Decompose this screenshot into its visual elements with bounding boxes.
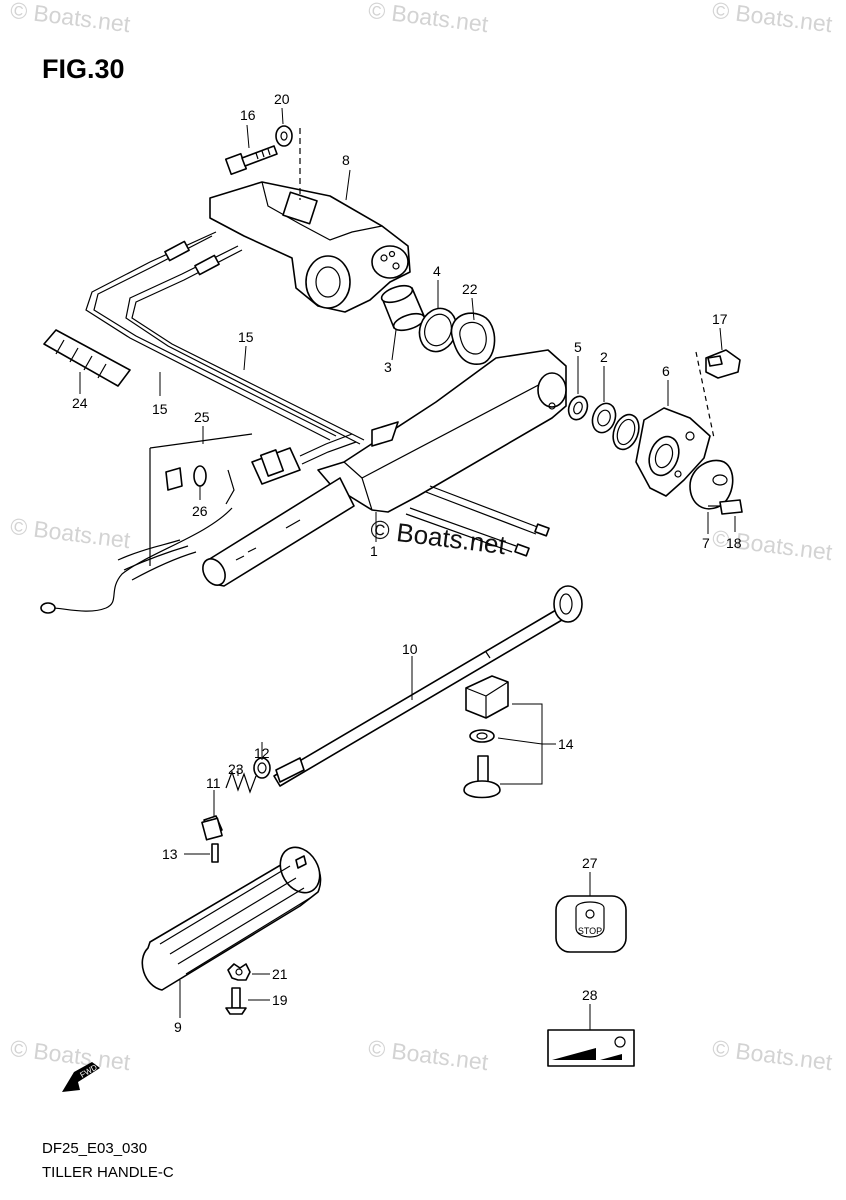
callout-15-upper: 15: [238, 329, 254, 345]
callout-24: 24: [72, 395, 88, 411]
plate-part: [450, 312, 496, 365]
screw-17-part: [705, 349, 741, 379]
callout-4: 4: [433, 263, 441, 279]
callout-10: 10: [402, 641, 418, 657]
callout-14: 14: [558, 736, 574, 752]
collar-part: [253, 757, 271, 779]
decal-part: [547, 1029, 635, 1067]
callout-20: 20: [274, 91, 290, 107]
callout-13: 13: [162, 846, 178, 862]
stop-switch-part: STOP: [555, 895, 627, 953]
diagram-code: DF25_E03_030: [42, 1140, 148, 1157]
callout-9: 9: [174, 1019, 182, 1035]
grommet-part: [43, 329, 131, 387]
callout-26: 26: [192, 503, 208, 519]
callout-27: 27: [582, 855, 598, 871]
callout-6: 6: [662, 363, 670, 379]
screw-18-part: [708, 499, 743, 515]
bushing-part: [380, 284, 426, 332]
fwd-arrow-icon: FWD: [62, 1062, 100, 1092]
tiller-bracket-part: [209, 181, 411, 313]
callout-15-lower: 15: [152, 401, 168, 417]
friction-knob-part: [689, 459, 734, 510]
callout-19: 19: [272, 992, 288, 1008]
leader-line: [497, 703, 543, 785]
star-washer-part: [227, 963, 251, 981]
stop-label: STOP: [578, 926, 602, 936]
leader-line: [246, 124, 250, 149]
shaft-support-part: [463, 675, 509, 799]
friction-bracket-part: [635, 407, 711, 497]
leader-line: [243, 345, 247, 371]
callout-22: 22: [462, 281, 478, 297]
washer-5-part: [567, 395, 589, 421]
callout-2: 2: [600, 349, 608, 365]
callout-12: 12: [254, 745, 270, 761]
stop-lanyard-part: [40, 433, 357, 614]
screw-19-part: [225, 987, 247, 1015]
throttle-shaft-part: [273, 585, 583, 787]
callout-3: 3: [384, 359, 392, 375]
leader-line: [471, 297, 475, 321]
washer-part: [275, 125, 293, 147]
leader-line: [391, 329, 397, 361]
figure-title: FIG.30: [42, 54, 125, 84]
callout-5: 5: [574, 339, 582, 355]
bushing-2-part: [591, 402, 617, 434]
callout-23: 23: [228, 761, 244, 777]
callout-7: 7: [702, 535, 710, 551]
callout-1: 1: [370, 543, 378, 559]
leader-line: [281, 107, 284, 125]
leader-line: [719, 327, 723, 351]
pin-part: [211, 843, 219, 863]
callout-28: 28: [582, 987, 598, 1003]
callout-18: 18: [726, 535, 742, 551]
callout-17: 17: [712, 311, 728, 327]
throttle-grip-part: [141, 846, 322, 991]
tiller-handle-part: [202, 349, 567, 587]
callout-21: 21: [272, 966, 288, 982]
o-ring-2-part: [612, 413, 640, 451]
diagram-name: TILLER HANDLE-C: [42, 1164, 174, 1181]
callout-8: 8: [342, 152, 350, 168]
bolt-part: [224, 145, 278, 176]
callout-16: 16: [240, 107, 256, 123]
callout-11: 11: [206, 775, 221, 791]
spring-part: [225, 770, 257, 794]
throttle-cable-part: [85, 231, 550, 557]
leader-line: [345, 169, 351, 201]
slider-block-part: [201, 815, 223, 841]
callout-25: 25: [194, 409, 210, 425]
